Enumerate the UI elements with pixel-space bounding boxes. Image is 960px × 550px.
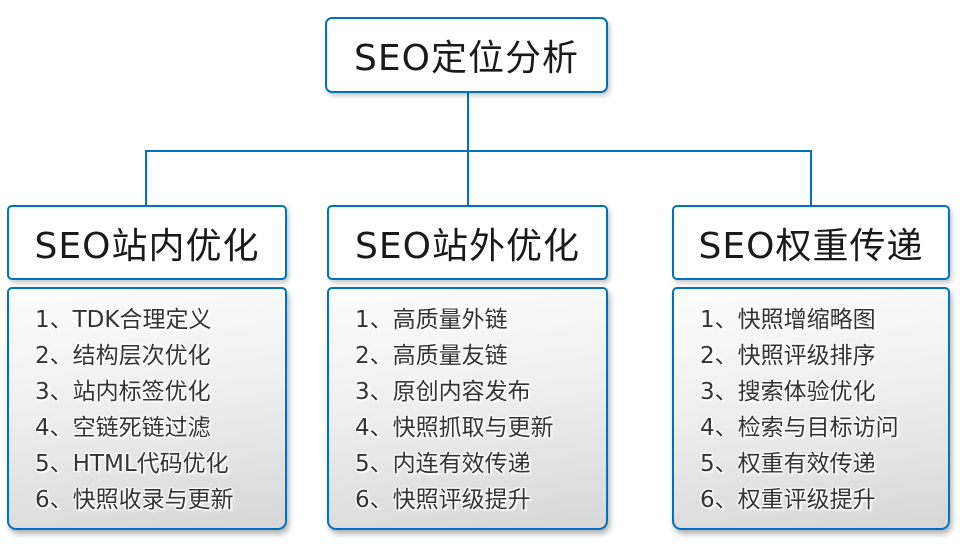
branch-header-offsite-title: SEO站外优化 [355,225,580,267]
list-item: 4、检索与目标访问 [700,415,899,441]
list-item: 5、HTML代码优化 [35,451,229,477]
list-item: 2、快照评级排序 [700,343,876,369]
list-item: 1、高质量外链 [355,307,508,333]
branch-header-onsite: SEO站内优化 [7,205,287,280]
list-item: 3、原创内容发布 [355,379,531,405]
connector-root-stem [467,92,469,152]
list-item: 1、TDK合理定义 [35,307,212,333]
connector-horizontal-bar [145,150,812,152]
list-item: 6、快照收录与更新 [35,487,234,513]
list-item: 5、内连有效传递 [355,451,531,477]
list-item: 2、结构层次优化 [35,343,211,369]
branch-panel-weight: 1、快照增缩略图 2、快照评级排序 3、搜索体验优化 4、检索与目标访问 5、权… [672,287,950,530]
list-item: 6、快照评级提升 [355,487,531,513]
connector-drop-weight [810,150,812,207]
connector-drop-offsite [467,150,469,207]
branch-header-weight-title: SEO权重传递 [698,225,924,267]
branch-panel-onsite: 1、TDK合理定义 2、结构层次优化 3、站内标签优化 4、空链死链过滤 5、H… [7,287,287,530]
root-node-title: SEO定位分析 [354,38,579,79]
connector-drop-onsite [145,150,147,207]
list-item: 3、搜索体验优化 [700,379,876,405]
branch-header-onsite-title: SEO站内优化 [34,225,260,267]
branch-panel-offsite: 1、高质量外链 2、高质量友链 3、原创内容发布 4、快照抓取与更新 5、内连有… [327,287,608,530]
list-item: 4、空链死链过滤 [35,415,211,441]
list-item: 4、快照抓取与更新 [355,415,554,441]
list-item: 1、快照增缩略图 [700,307,876,333]
list-item: 2、高质量友链 [355,343,508,369]
branch-header-offsite: SEO站外优化 [327,205,608,280]
root-node: SEO定位分析 [325,17,608,93]
list-item: 5、权重有效传递 [700,451,876,477]
list-item: 3、站内标签优化 [35,379,211,405]
list-item: 6、权重评级提升 [700,487,876,513]
branch-header-weight: SEO权重传递 [672,205,950,280]
